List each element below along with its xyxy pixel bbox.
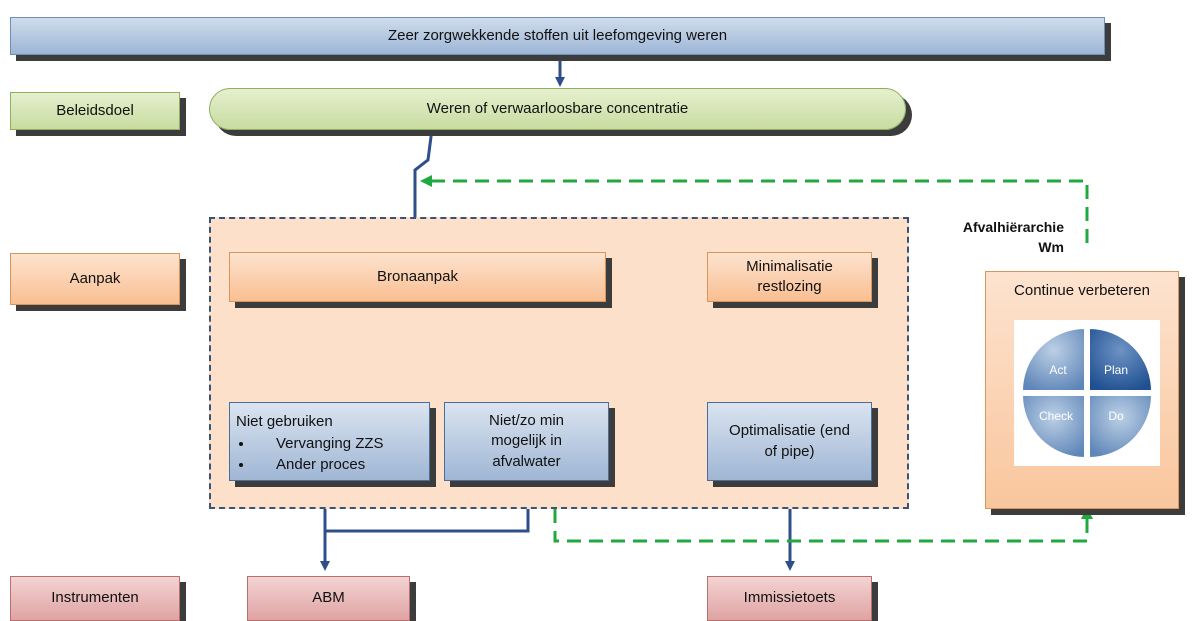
abm-label: ABM [312, 589, 345, 607]
row-label-aanpak-text: Aanpak [69, 269, 121, 287]
immissietoets-box: Immissietoets [707, 576, 872, 621]
niet-gebruiken-title: Niet gebruiken [236, 413, 333, 430]
continue-verbeteren-box: Continue verbeteren Act Plan Check Do [985, 271, 1179, 509]
goal-box: Weren of verwaarloosbare concentratie [209, 88, 906, 130]
row-label-beleidsdoel-text: Beleidsdoel [56, 101, 134, 119]
minimalisatie-line1: Minimalisatie [746, 257, 833, 275]
optimalisatie-box: Optimalisatie (end of pipe) [707, 402, 872, 481]
goal-box-label: Weren of verwaarloosbare concentratie [426, 99, 689, 117]
optimalisatie-line2: of pipe) [764, 442, 815, 460]
niet-zo-min-box: Niet/zo min mogelijk in afvalwater [444, 402, 609, 481]
continue-verbeteren-title: Continue verbeteren [1014, 282, 1150, 299]
row-label-instrumenten-text: Instrumenten [51, 589, 139, 607]
abm-box: ABM [247, 576, 410, 621]
niet-zo-min-line3: afvalwater [492, 452, 561, 470]
immissietoets-label: Immissietoets [743, 589, 836, 607]
pdca-cycle-image: Act Plan Check Do [1014, 320, 1160, 466]
pdca-act-label: Act [1049, 363, 1067, 377]
row-label-aanpak: Aanpak [10, 253, 180, 305]
pdca-do-label: Do [1108, 409, 1124, 423]
optimalisatie-line1: Optimalisatie (end [729, 422, 850, 440]
top-goal-bar: Zeer zorgwekkende stoffen uit leefomgevi… [10, 17, 1105, 55]
feedback-loop-bottom [553, 507, 1093, 543]
pdca-cycle-graphic: Act Plan Check Do [1020, 326, 1154, 460]
pdca-do-quadrant [1088, 394, 1154, 460]
bullet-ander-proces: Ander proces [254, 455, 384, 475]
niet-gebruiken-bullets: Vervanging ZZS Ander proces [236, 434, 384, 475]
arrow-goal-to-bronaanpak [410, 128, 434, 249]
pdca-plan-quadrant [1088, 326, 1154, 392]
row-label-instrumenten: Instrumenten [10, 576, 180, 621]
niet-zo-min-line2: mogelijk in [491, 432, 562, 450]
afvalhierarchie-line2: Wm [1038, 238, 1064, 255]
top-goal-label: Zeer zorgwekkende stoffen uit leefomgevi… [387, 26, 728, 44]
row-label-beleidsdoel: Beleidsdoel [10, 92, 180, 130]
pdca-check-quadrant [1020, 394, 1086, 460]
pdca-act-quadrant [1020, 326, 1086, 392]
pdca-check-label: Check [1039, 409, 1074, 423]
bronaanpak-label: Bronaanpak [377, 267, 458, 285]
niet-gebruiken-box: Niet gebruiken Vervanging ZZS Ander proc… [229, 402, 430, 481]
niet-zo-min-line1: Niet/zo min [488, 412, 565, 430]
afvalhierarchie-label: Afvalhiërarchie Wm [934, 218, 1064, 257]
minimalisatie-line2: restlozing [757, 278, 822, 295]
afvalhierarchie-line1: Afvalhiërarchie [962, 219, 1064, 235]
bullet-vervanging: Vervanging ZZS [254, 434, 384, 454]
minimalisatie-box: Minimalisatie restlozing [707, 252, 872, 302]
pdca-plan-label: Plan [1104, 363, 1128, 377]
bronaanpak-box: Bronaanpak [229, 252, 606, 302]
